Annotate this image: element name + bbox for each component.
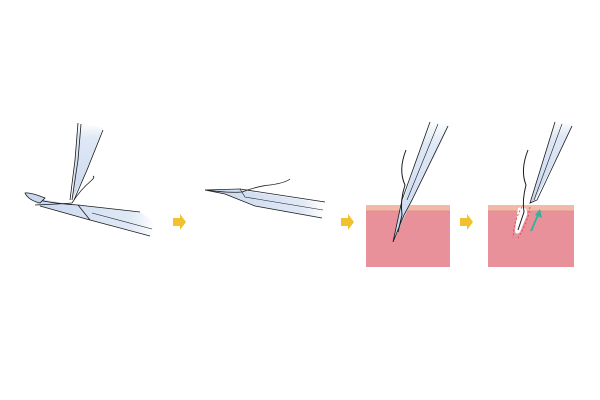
arrow-icon (173, 214, 186, 230)
withdraw-arrow-icon (530, 209, 542, 232)
hair-strand (517, 149, 529, 231)
wound-outline (512, 206, 531, 239)
tweezers-icon (69, 122, 104, 201)
step-4-withdrawal (488, 120, 574, 267)
hair-strand (207, 178, 291, 193)
skin (488, 205, 574, 267)
arrow-icon (460, 214, 473, 230)
step-1-loading (24, 122, 155, 237)
arrow-icon (341, 214, 354, 230)
needle-icon (529, 120, 573, 204)
skin-surface (488, 205, 574, 211)
step-3-insertion (366, 120, 450, 267)
step-2-loaded-needle (204, 178, 326, 219)
hair-strand (397, 149, 407, 233)
hair-strand (34, 175, 95, 206)
skin (366, 205, 450, 267)
needle-icon (24, 192, 155, 237)
